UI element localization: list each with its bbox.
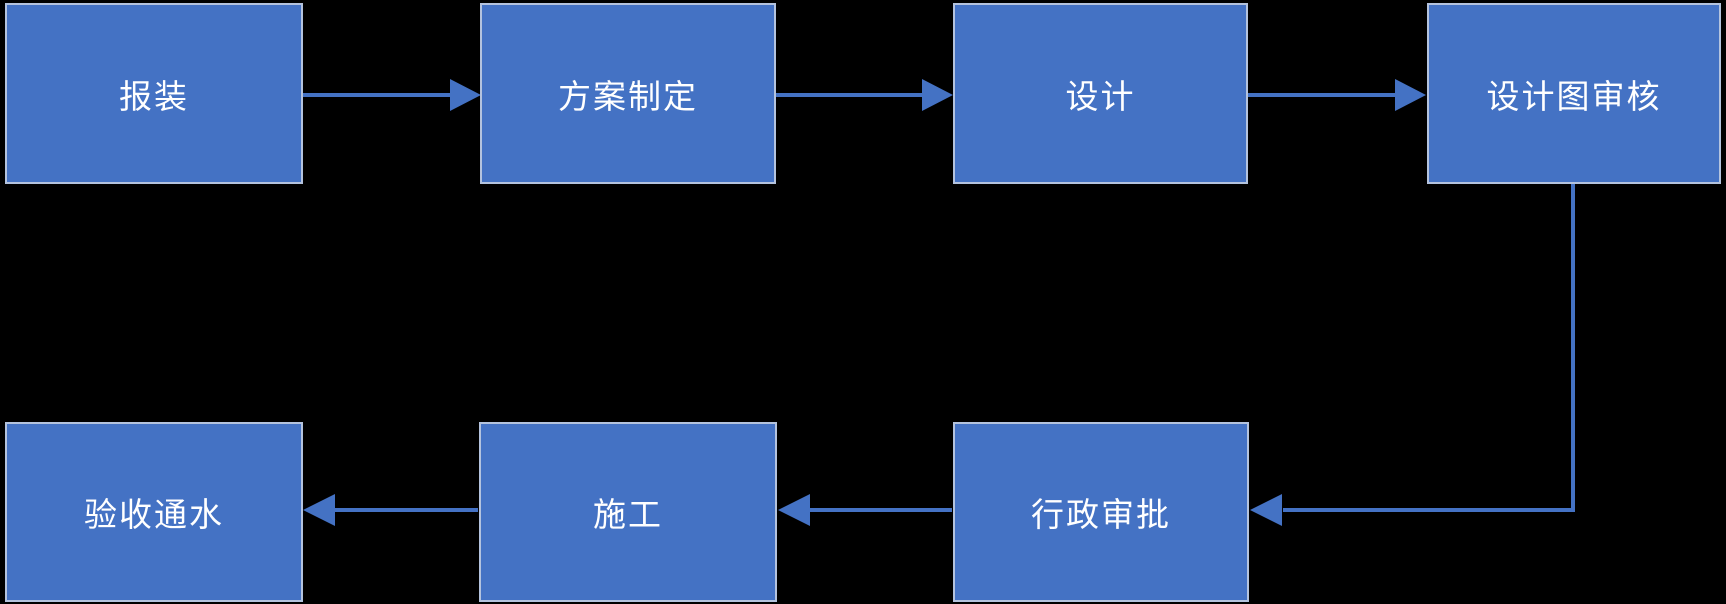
flow-node-shigong: 施工 bbox=[479, 422, 777, 602]
flow-node-label: 施工 bbox=[593, 496, 663, 533]
arrow-baozhuang-to-fangan bbox=[303, 79, 481, 111]
arrow-shejitushenhe-to-xingzhengshenpi bbox=[1250, 184, 1575, 526]
flow-node-yanshou-tongshui: 验收通水 bbox=[5, 422, 303, 602]
flow-node-label: 行政审批 bbox=[1031, 496, 1171, 533]
flow-node-label: 验收通水 bbox=[84, 496, 224, 533]
flow-node-shejitu-shenhe: 设计图审核 bbox=[1427, 3, 1721, 184]
flow-node-fangan-zhiding: 方案制定 bbox=[480, 3, 776, 184]
flow-node-xingzheng-shenpi: 行政审批 bbox=[953, 422, 1249, 602]
flow-node-label: 方案制定 bbox=[558, 77, 698, 115]
flow-node-baozhuang: 报装 bbox=[5, 3, 303, 184]
arrow-shigong-to-yanshoutongshui bbox=[303, 494, 478, 526]
arrow-sheji-to-shejitushenhe bbox=[1248, 79, 1426, 111]
flow-node-label: 设计图审核 bbox=[1486, 77, 1662, 115]
flow-node-label: 报装 bbox=[119, 77, 189, 115]
arrow-xingzhengshenpi-to-shigong bbox=[778, 494, 952, 526]
flow-node-sheji: 设计 bbox=[953, 3, 1248, 184]
arrow-fangan-to-sheji bbox=[776, 79, 953, 111]
flow-node-label: 设计 bbox=[1065, 77, 1136, 115]
